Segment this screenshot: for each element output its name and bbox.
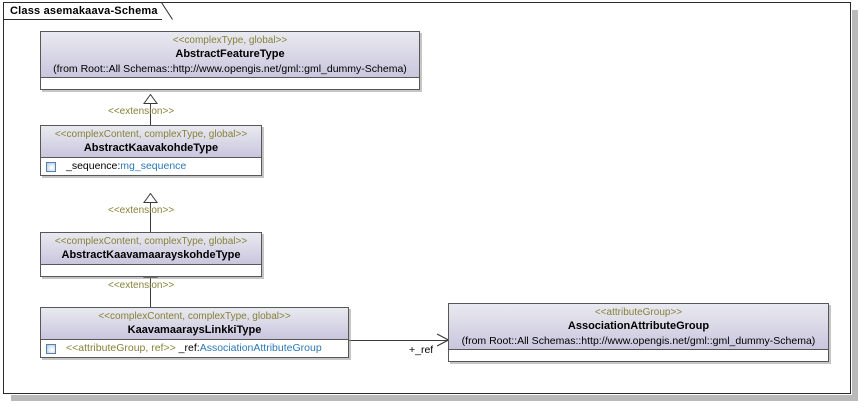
class-namespace-note: (from Root::All Schemas::http://www.open… xyxy=(461,335,816,347)
class-attributes-compartment: _sequence:mg_sequence xyxy=(41,158,261,175)
class-header-abstract-feature-type: <<complexType, global>> AbstractFeatureT… xyxy=(41,32,419,78)
class-abstract-kaavakohde-type[interactable]: <<complexContent, complexType, global>> … xyxy=(40,125,262,176)
connector-extension-3-label: <<extension>> xyxy=(108,280,175,291)
connector-extension-3-line xyxy=(150,275,151,307)
connector-extension-1-label: <<extension>> xyxy=(108,106,175,117)
class-name: AbstractKaavakohdeType xyxy=(83,142,219,154)
connector-ref-association-line xyxy=(349,340,448,341)
class-association-attribute-group[interactable]: <<attributeGroup>> AssociationAttributeG… xyxy=(448,303,829,362)
class-stereotype: <<complexContent, complexType, global>> xyxy=(54,236,248,247)
connector-extension-2-label: <<extension>> xyxy=(108,205,175,216)
class-kaavamaarays-linkki-type[interactable]: <<complexContent, complexType, global>> … xyxy=(40,307,349,358)
diagram-title-label: Class asemakaava-Schema xyxy=(10,5,158,17)
class-attributes-compartment xyxy=(449,350,828,361)
class-abstract-kaavamaarayskohde-type[interactable]: <<complexContent, complexType, global>> … xyxy=(40,232,262,277)
attribute-stereotype: <<attributeGroup, ref>> xyxy=(66,342,176,354)
class-abstract-feature-type[interactable]: <<complexType, global>> AbstractFeatureT… xyxy=(40,31,420,90)
class-stereotype: <<complexType, global>> xyxy=(172,35,288,46)
connector-extension-1-line xyxy=(150,101,151,125)
connector-extension-2-line xyxy=(150,200,151,232)
attribute-row[interactable]: <<attributeGroup, ref>> _ref:Association… xyxy=(41,340,348,357)
connector-ref-role-label: +_ref xyxy=(409,344,434,356)
diagram-frame-shadow-bottom xyxy=(11,395,858,401)
attribute-icon xyxy=(46,161,56,172)
attribute-type: AssociationAttributeGroup xyxy=(199,342,322,354)
class-attributes-compartment xyxy=(41,265,261,276)
class-name: KaavamaaraysLinkkiType xyxy=(127,324,262,336)
attribute-text: _sequence:mg_sequence xyxy=(66,160,186,173)
class-attributes-compartment xyxy=(41,78,419,89)
connector-extension-1-arrowhead xyxy=(143,94,158,104)
class-stereotype: <<complexContent, complexType, global>> xyxy=(54,129,248,140)
connector-extension-2-arrowhead xyxy=(143,193,158,203)
class-stereotype: <<attributeGroup>> xyxy=(594,307,683,318)
class-name: AbstractKaavamaarayskohdeType xyxy=(61,249,241,261)
class-name: AssociationAttributeGroup xyxy=(567,320,710,332)
class-namespace-note: (from Root::All Schemas::http://www.open… xyxy=(53,63,407,75)
attribute-text: <<attributeGroup, ref>> _ref:Association… xyxy=(66,342,322,355)
diagram-frame-shadow-right xyxy=(852,10,858,400)
class-attributes-compartment: <<attributeGroup, ref>> _ref:Association… xyxy=(41,340,348,357)
attribute-label: _sequence: xyxy=(66,160,121,172)
class-header-association-attribute-group: <<attributeGroup>> AssociationAttributeG… xyxy=(449,304,828,350)
class-header-abstract-kaavakohde-type: <<complexContent, complexType, global>> … xyxy=(41,126,261,158)
class-header-kaavamaarays-linkki-type: <<complexContent, complexType, global>> … xyxy=(41,308,348,340)
diagram-tab-slant-edge xyxy=(160,2,173,20)
class-header-abstract-kaavamaarayskohde-type: <<complexContent, complexType, global>> … xyxy=(41,233,261,265)
attribute-row[interactable]: _sequence:mg_sequence xyxy=(41,158,261,175)
class-name: AbstractFeatureType xyxy=(175,48,285,60)
diagram-title-tab[interactable]: Class asemakaava-Schema xyxy=(3,2,162,20)
attribute-label: _ref: xyxy=(175,342,200,354)
class-stereotype: <<complexContent, complexType, global>> xyxy=(98,311,291,322)
attribute-icon xyxy=(46,343,56,354)
attribute-type: mg_sequence xyxy=(120,160,187,172)
